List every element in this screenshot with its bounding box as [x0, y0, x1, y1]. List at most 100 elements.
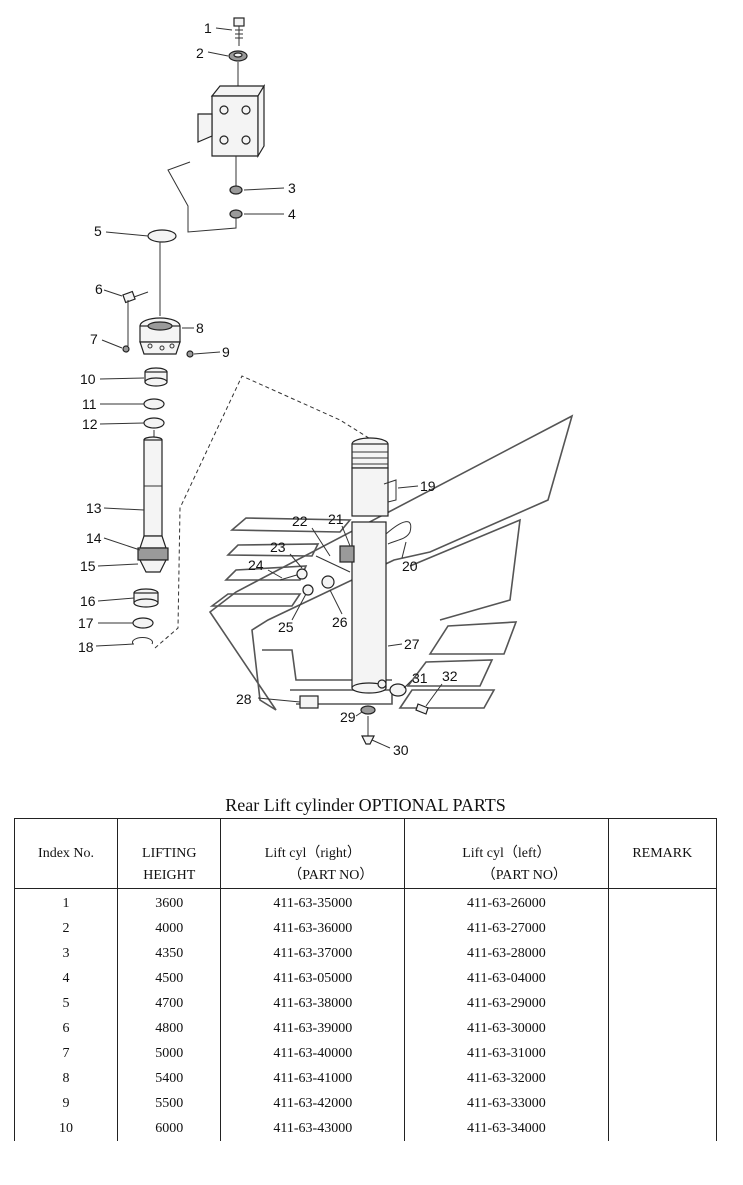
callout-26: 26	[332, 614, 348, 630]
callout-16: 16	[80, 593, 96, 609]
header-lifting-line2: HEIGHT	[143, 867, 196, 883]
cell-right-part-no: 411-63-37000	[220, 941, 406, 966]
callout-25: 25	[278, 619, 294, 635]
header-right-line2: （PART NO）	[288, 867, 374, 883]
cell-index: 1	[13, 888, 119, 916]
cell-index: 8	[13, 1066, 119, 1091]
callout-24: 24	[248, 557, 264, 573]
cell-remark	[607, 966, 718, 991]
cell-left-part-no: 411-63-31000	[404, 1041, 609, 1066]
callout-2: 2	[196, 45, 204, 61]
cell-remark	[607, 888, 718, 916]
left-assembly	[122, 17, 373, 649]
callout-23: 23	[270, 539, 286, 555]
cell-right-part-no: 411-63-42000	[220, 1091, 406, 1116]
callout-labels: 1 2 3 4 5 6 7 8 9 10 11 12 13 14 15 16 1…	[78, 20, 458, 758]
header-left-line1: Lift cyl（left）	[462, 845, 551, 861]
callout-1: 1	[204, 20, 212, 36]
cell-remark	[607, 1041, 718, 1066]
callout-17: 17	[78, 615, 94, 631]
cell-remark	[607, 1066, 718, 1091]
cell-remark	[607, 1091, 718, 1116]
cell-lifting-height: 4700	[117, 991, 222, 1016]
cell-index: 6	[13, 1016, 119, 1041]
callout-27: 27	[404, 636, 420, 652]
callout-6: 6	[95, 281, 103, 297]
cell-left-part-no: 411-63-33000	[404, 1091, 609, 1116]
header-remark: REMARK	[607, 818, 718, 889]
frame-plate	[208, 414, 574, 711]
callout-32: 32	[442, 668, 458, 684]
cell-remark	[607, 916, 718, 941]
cell-right-part-no: 411-63-40000	[220, 1041, 406, 1066]
cell-index: 3	[13, 941, 119, 966]
callout-12: 12	[82, 416, 98, 432]
table-title: Rear Lift cylinder OPTIONAL PARTS	[225, 795, 506, 815]
cell-lifting-height: 5500	[117, 1091, 222, 1116]
callout-31: 31	[412, 670, 428, 686]
cell-lifting-height: 3600	[117, 888, 222, 916]
callout-29: 29	[340, 709, 356, 725]
cell-right-part-no: 411-63-35000	[220, 888, 406, 916]
cell-right-part-no: 411-63-36000	[220, 916, 406, 941]
cell-left-part-no: 411-63-28000	[404, 941, 609, 966]
callout-21: 21	[328, 511, 344, 527]
cell-lifting-height: 4000	[117, 916, 222, 941]
callout-13: 13	[86, 500, 102, 516]
cell-lifting-height: 5000	[117, 1041, 222, 1066]
header-index: Index No.	[13, 818, 119, 889]
cell-lifting-height: 4350	[117, 941, 222, 966]
cell-right-part-no: 411-63-39000	[220, 1016, 406, 1041]
callout-8: 8	[196, 320, 204, 336]
header-right-line1: Lift cyl（right）	[264, 845, 361, 861]
callout-30: 30	[393, 742, 409, 758]
cell-remark	[607, 991, 718, 1016]
header-lifting-line1: LIFTING	[142, 845, 197, 861]
cell-left-part-no: 411-63-29000	[404, 991, 609, 1016]
cell-remark	[607, 941, 718, 966]
cell-right-part-no: 411-63-41000	[220, 1066, 406, 1091]
callout-14: 14	[86, 530, 102, 546]
cell-remark	[607, 1116, 718, 1141]
callout-20: 20	[402, 558, 418, 574]
cell-right-part-no: 411-63-38000	[220, 991, 406, 1016]
cell-remark	[607, 1016, 718, 1041]
cell-left-part-no: 411-63-34000	[404, 1116, 609, 1141]
callout-11: 11	[82, 396, 97, 412]
leader-lines	[95, 27, 443, 749]
callout-3: 3	[288, 180, 296, 196]
cell-lifting-height: 4500	[117, 966, 222, 991]
cell-index: 9	[13, 1091, 119, 1116]
header-lifting-height: LIFTING HEIGHT	[117, 818, 222, 889]
cell-lifting-height: 4800	[117, 1016, 222, 1041]
cell-left-part-no: 411-63-26000	[404, 888, 609, 916]
cell-right-part-no: 411-63-43000	[220, 1116, 406, 1141]
cell-lifting-height: 6000	[117, 1116, 222, 1141]
header-left-line2: （PART NO）	[481, 867, 567, 883]
callout-18: 18	[78, 639, 94, 655]
callout-22: 22	[292, 513, 308, 529]
cell-left-part-no: 411-63-04000	[404, 966, 609, 991]
optional-parts-table: Index No. LIFTING HEIGHT Lift cyl（right）…	[13, 818, 718, 1141]
cell-lifting-height: 5400	[117, 1066, 222, 1091]
callout-9: 9	[222, 344, 230, 360]
header-lift-cyl-right: Lift cyl（right） （PART NO）	[220, 818, 406, 889]
cell-left-part-no: 411-63-32000	[404, 1066, 609, 1091]
cell-right-part-no: 411-63-05000	[220, 966, 406, 991]
table-header-row: Index No. LIFTING HEIGHT Lift cyl（right）…	[13, 818, 718, 889]
callout-15: 15	[80, 558, 96, 574]
callout-19: 19	[420, 478, 436, 494]
cell-index: 4	[13, 966, 119, 991]
cell-left-part-no: 411-63-30000	[404, 1016, 609, 1041]
cell-index: 5	[13, 991, 119, 1016]
exploded-parts-diagram: 1 2 3 4 5 6 7 8 9 10 11 12 13 14 15 16 1…	[78, 17, 574, 758]
